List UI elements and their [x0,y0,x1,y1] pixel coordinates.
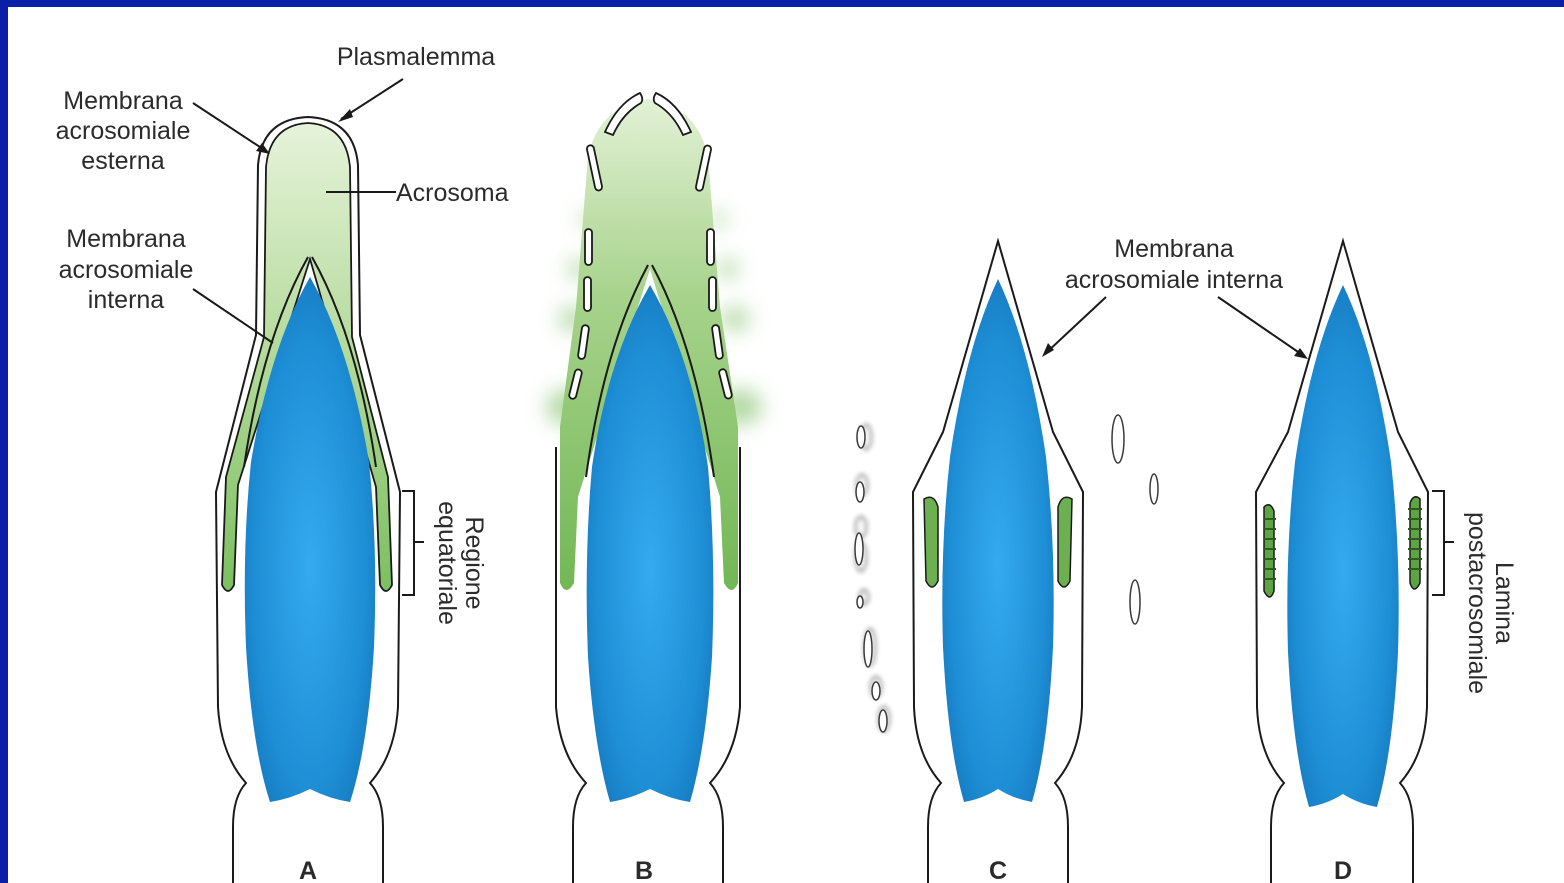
diagram-canvas: Plasmalemma Membrana acrosomiale esterna… [8,7,1564,883]
label-outer-acrosomal-membrane-line3: esterna [81,147,164,175]
label-outer-acrosomal-membrane-line2: acrosomiale [56,117,191,145]
label-postacrosomal-lamina-line2: postacrosomiale [1463,512,1491,694]
panel-label-c: C [989,857,1007,883]
label-acrosome: Acrosoma [396,179,509,207]
panel-c-vesicles-right [1112,415,1158,624]
label-postacrosomal-lamina-line1: Lamina [1490,562,1518,644]
panel-c-nucleus [942,279,1053,802]
panel-c-equatorial-remnant-right [1058,497,1072,587]
panel-c-sperm-head [855,241,1158,883]
label-plasmalemma: Plasmalemma [337,43,495,71]
label-inner-acrosomal-membrane-c-line2: acrosomiale interna [1065,266,1283,294]
panel-b-sperm-head [546,93,762,883]
label-inner-acrosomal-membrane-a-line3: interna [88,286,165,314]
panel-a-sperm-head [216,117,400,883]
panel-d-nucleus [1287,285,1398,807]
acrosome-reaction-diagram: Plasmalemma Membrana acrosomiale esterna… [8,7,1564,883]
panel-label-b: B [635,857,653,883]
label-outer-acrosomal-membrane-line1: Membrana [63,87,183,115]
panel-label-a: A [299,857,317,883]
panel-c-equatorial-remnant-left [924,497,938,587]
label-equatorial-region-line2: equatoriale [433,501,461,625]
panel-d-postacrosomal-lamina-left [1264,505,1276,597]
panel-d-sperm-head [1256,241,1428,883]
panel-label-d: D [1334,857,1352,883]
label-inner-acrosomal-membrane-c-line1: Membrana [1114,235,1234,263]
label-equatorial-region-line1: Regione [460,516,488,609]
label-inner-acrosomal-membrane-a-line2: acrosomiale [59,256,194,284]
panel-d-postacrosomal-lamina-right [1408,497,1422,589]
label-inner-acrosomal-membrane-a-line1: Membrana [66,225,186,253]
